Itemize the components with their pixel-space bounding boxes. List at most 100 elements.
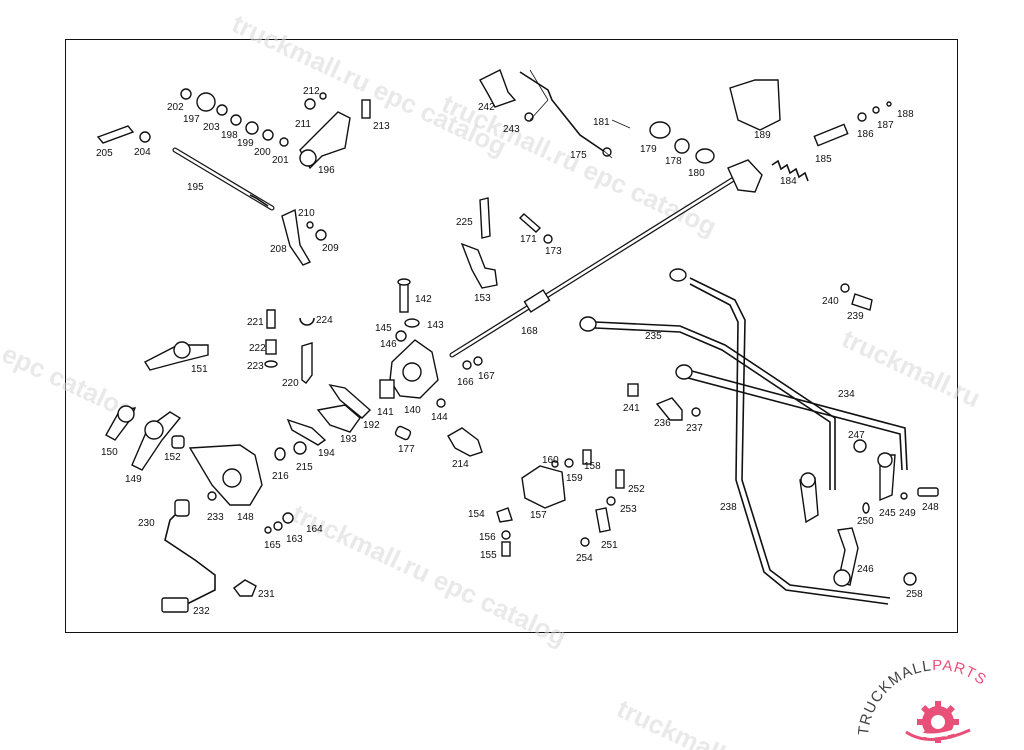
part-label: 253	[620, 504, 637, 515]
shaft-195	[172, 147, 275, 211]
part-label: 216	[272, 471, 289, 482]
part-label: 150	[101, 447, 118, 458]
part-label: 233	[207, 512, 224, 523]
part-label: 197	[183, 114, 200, 125]
part-label: 240	[822, 296, 839, 307]
part-label: 151	[191, 364, 208, 375]
part-label: 234	[838, 389, 855, 400]
part-label: 237	[686, 423, 703, 434]
part-label: 178	[665, 156, 682, 167]
logo-brand-a: TRUCKMALL	[858, 660, 933, 737]
part-label: 166	[457, 377, 474, 388]
part-label: 224	[316, 315, 333, 326]
part-label: 156	[479, 532, 496, 543]
watermark-4: truckmall.ru	[837, 323, 985, 413]
part-label: 249	[899, 508, 916, 519]
part-label: 159	[566, 473, 583, 484]
part-label: 198	[221, 130, 238, 141]
part-number-labels: 202 197 203 198 199 200 201 205 204 195 …	[96, 86, 939, 617]
part-label: 201	[272, 155, 289, 166]
part-label: 232	[193, 606, 210, 617]
part-label: 181	[593, 117, 610, 128]
part-label: 248	[922, 502, 939, 513]
part-label: 192	[363, 420, 380, 431]
part-label: 187	[877, 120, 894, 131]
part-label: 241	[623, 403, 640, 414]
part-label: 179	[640, 144, 657, 155]
part-label: 247	[848, 430, 865, 441]
leader-lines	[529, 69, 631, 159]
part-label: 154	[468, 509, 485, 520]
part-label: 220	[282, 378, 299, 389]
part-label: 209	[322, 243, 339, 254]
part-label: 252	[628, 484, 645, 495]
tube-235	[579, 316, 836, 490]
part-label: 141	[377, 407, 394, 418]
part-label: 215	[296, 462, 313, 473]
part-label: 236	[654, 418, 671, 429]
part-label: 149	[125, 474, 142, 485]
part-label: 186	[857, 129, 874, 140]
tube-234	[675, 364, 908, 471]
truckmall-parts-logo: TRUCKMALLPARTS	[858, 660, 990, 743]
watermark-6: truckmall.ru	[612, 693, 760, 750]
part-label: 243	[503, 124, 520, 135]
watermark-5: truckmall.ru epc catalog	[287, 498, 571, 652]
part-label: 254	[576, 553, 593, 564]
logo-brand-b: PARTS	[932, 660, 990, 689]
part-label: 203	[203, 122, 220, 133]
part-label: 185	[815, 154, 832, 165]
part-label: 167	[478, 371, 495, 382]
gear-icon	[905, 701, 971, 743]
part-label: 165	[264, 540, 281, 551]
part-label: 171	[520, 234, 537, 245]
tube-238	[669, 268, 891, 605]
part-label: 146	[380, 339, 397, 350]
part-label: 168	[521, 326, 538, 337]
part-label: 242	[478, 102, 495, 113]
part-label: 211	[295, 119, 311, 130]
part-label: 235	[645, 331, 662, 342]
part-label: 214	[452, 459, 469, 470]
part-label: 246	[857, 564, 874, 575]
part-label: 202	[167, 102, 184, 113]
part-label: 231	[258, 589, 275, 600]
part-label: 212	[303, 86, 320, 97]
part-label: 184	[780, 176, 797, 187]
part-label: 250	[857, 516, 874, 527]
part-label: 213	[373, 121, 390, 132]
part-label: 175	[570, 150, 587, 161]
part-label: 196	[318, 165, 335, 176]
part-label: 221	[247, 317, 264, 328]
part-label: 238	[720, 502, 737, 513]
part-label: 208	[270, 244, 287, 255]
part-label: 163	[286, 534, 303, 545]
part-label: 195	[187, 182, 204, 193]
diagram-frame	[65, 39, 958, 633]
part-label: 145	[375, 323, 392, 334]
part-label: 153	[474, 293, 491, 304]
part-label: 245	[879, 508, 896, 519]
part-label: 144	[431, 412, 448, 423]
part-label: 152	[164, 452, 181, 463]
part-label: 204	[134, 147, 151, 158]
part-label: 239	[847, 311, 864, 322]
part-label: 188	[897, 109, 914, 120]
part-label: 251	[601, 540, 618, 551]
part-label: 222	[249, 343, 266, 354]
part-label: 157	[530, 510, 547, 521]
part-label: 160	[542, 455, 559, 466]
part-shapes	[96, 69, 939, 613]
part-label: 180	[688, 168, 705, 179]
part-label: 230	[138, 518, 155, 529]
part-label: 158	[584, 461, 601, 472]
part-label: 200	[254, 147, 271, 158]
part-label: 225	[456, 217, 473, 228]
part-label: 164	[306, 524, 323, 535]
part-label: 140	[404, 405, 421, 416]
part-label: 155	[480, 550, 497, 561]
part-label: 148	[237, 512, 254, 523]
part-label: 258	[906, 589, 923, 600]
part-label: 210	[298, 208, 315, 219]
